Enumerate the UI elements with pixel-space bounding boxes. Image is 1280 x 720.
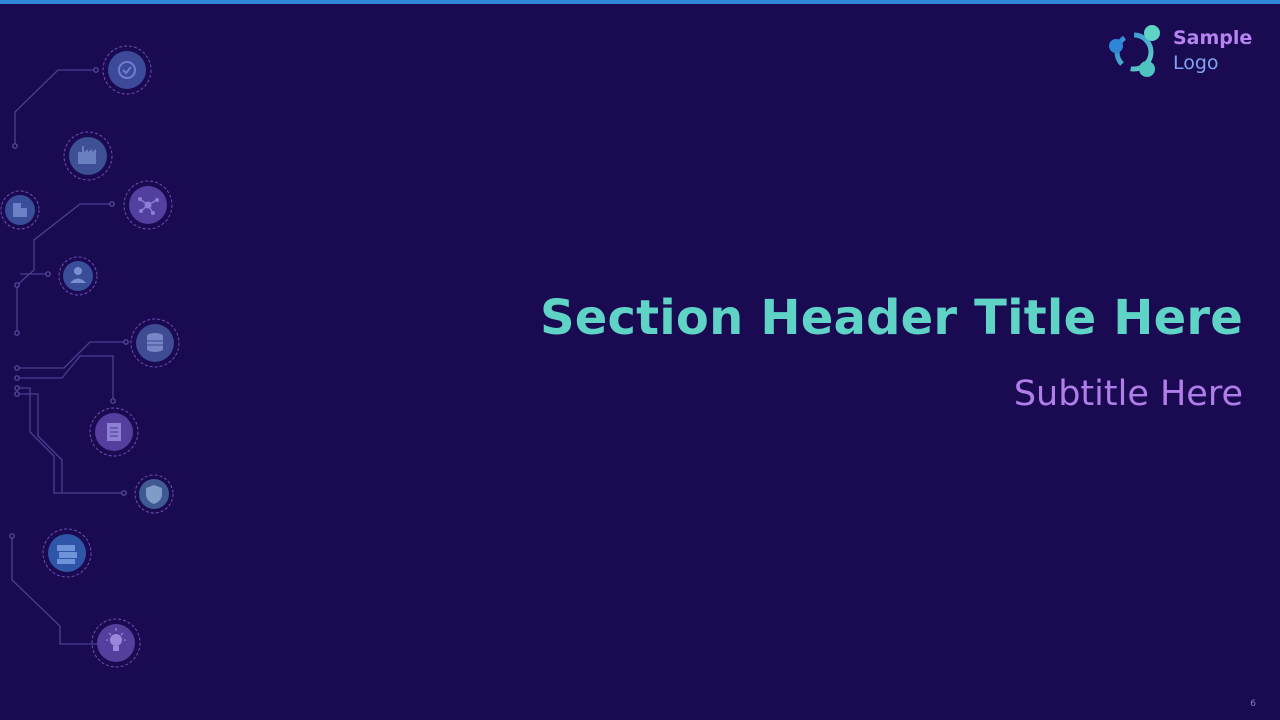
- circuit-decoration: [0, 45, 180, 668]
- top-accent-bar: [0, 0, 1280, 4]
- office-building-icon: [0, 190, 40, 230]
- document-icon: [89, 407, 139, 457]
- money-stack-icon: [42, 528, 92, 578]
- section-title: Section Header Title Here: [539, 290, 1243, 346]
- sample-logo: Sample Logo: [1104, 20, 1264, 82]
- factory-icon: [63, 131, 113, 181]
- network-hub-icon: [123, 180, 173, 230]
- shield-icon: [134, 474, 174, 514]
- section-subtitle: Subtitle Here: [1013, 374, 1243, 414]
- logo-text-primary: Sample: [1173, 27, 1253, 49]
- lightbulb-icon: [91, 618, 141, 668]
- verified-badge-icon: [102, 45, 152, 95]
- logo-mark-icon: [1109, 25, 1160, 77]
- database-icon: [130, 318, 180, 368]
- logo-text-secondary: Logo: [1173, 52, 1219, 74]
- user-presentation-icon: [58, 256, 98, 296]
- page-number: 6: [1250, 699, 1256, 709]
